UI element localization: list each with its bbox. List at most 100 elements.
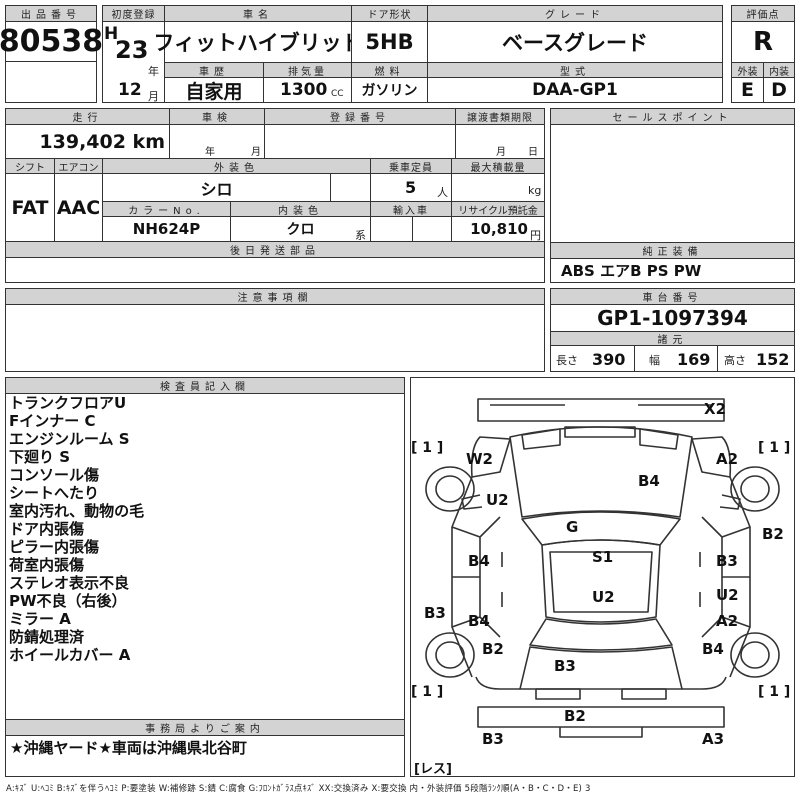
remark-item: トランクフロアU bbox=[9, 394, 127, 412]
car-diagram bbox=[425, 398, 780, 738]
height-label: 高さ bbox=[724, 354, 746, 367]
length-value: 390 bbox=[592, 349, 626, 369]
remark-item: 荷室内張傷 bbox=[9, 556, 85, 574]
damage-mark-u2-left: U2 bbox=[486, 491, 509, 509]
damage-mark-u2-right: U2 bbox=[716, 586, 739, 604]
exterior-value: E bbox=[741, 79, 754, 101]
width-value: 169 bbox=[677, 349, 711, 369]
lot-no-cell bbox=[5, 21, 97, 62]
specs-header: 諸元 bbox=[550, 331, 795, 346]
ext-color-header: 外装色 bbox=[102, 158, 371, 174]
int-color-cell bbox=[230, 216, 371, 242]
interior-cell bbox=[763, 77, 795, 103]
int-color-value: クロ bbox=[286, 222, 315, 238]
history-value: 自家用 bbox=[185, 80, 243, 103]
remark-item: Fインナー C bbox=[9, 412, 96, 430]
damage-mark-a2-right-rear: A2 bbox=[716, 612, 739, 630]
specs-divider-1 bbox=[634, 345, 635, 372]
front-left-tire bbox=[425, 466, 475, 512]
remark-item: 下廻り S bbox=[9, 448, 71, 466]
genuine-equip-cell bbox=[550, 258, 795, 283]
transfer-day-unit: 日 bbox=[528, 147, 538, 158]
model-code-header: 型式 bbox=[427, 62, 723, 78]
rear-right-tire bbox=[730, 632, 780, 678]
first-reg-header: 初度登録 bbox=[102, 5, 165, 22]
remark-item: ステレオ表示不良 bbox=[9, 574, 130, 592]
fuel-cell bbox=[351, 77, 428, 103]
damage-mark-b3-bottom-left: B3 bbox=[482, 730, 504, 748]
fuel-header: 燃料 bbox=[351, 62, 428, 78]
capacity-header: 乗車定員 bbox=[370, 158, 452, 174]
reg-no-cell bbox=[264, 124, 456, 159]
front-bumper bbox=[477, 398, 725, 422]
transfer-date-header: 譲渡書類期限 bbox=[455, 108, 545, 125]
score-cell bbox=[731, 21, 795, 63]
tire-rear-left: [ 1 ] bbox=[411, 684, 444, 700]
recycle-value: 10,810 bbox=[470, 220, 528, 238]
model-code-value: DAA-GP1 bbox=[532, 80, 618, 100]
width-label: 幅 bbox=[649, 354, 660, 367]
model-code-cell bbox=[427, 77, 723, 103]
interior-value: D bbox=[771, 79, 787, 101]
damage-mark-a2-top: A2 bbox=[716, 450, 739, 468]
first-reg-cell bbox=[102, 21, 165, 103]
tire-front-right: [ 1 ] bbox=[758, 440, 791, 456]
height-value: 152 bbox=[756, 349, 790, 369]
damage-mark-b4-hood: B4 bbox=[638, 472, 660, 490]
capacity-value: 5 bbox=[405, 178, 417, 197]
damage-mark-b2-right: B2 bbox=[762, 525, 784, 543]
tire-spare: [レス] bbox=[414, 762, 452, 777]
int-color-header: 内装色 bbox=[230, 201, 371, 217]
door-header: ドア形状 bbox=[351, 5, 428, 22]
specs-cell bbox=[550, 345, 795, 372]
genuine-equip-header: 純正装備 bbox=[550, 242, 795, 259]
lot-no-blank bbox=[5, 61, 97, 103]
ext-color-extra-cell bbox=[330, 173, 371, 202]
transfer-month-unit: 月 bbox=[496, 147, 506, 158]
damage-mark-g: G bbox=[566, 518, 579, 536]
month-unit: 月 bbox=[148, 90, 159, 103]
inspection-year-unit: 年 bbox=[205, 147, 215, 158]
persons-unit: 人 bbox=[437, 186, 448, 199]
office-value: ★沖縄ヤード★車両は沖縄県北谷町 bbox=[10, 738, 247, 757]
inspection-month-unit: 月 bbox=[251, 147, 261, 158]
hood-outline bbox=[509, 426, 693, 518]
yen-unit: 円 bbox=[530, 229, 541, 242]
remark-item: ピラー内張傷 bbox=[9, 538, 100, 556]
later-parts-header: 後日発送部品 bbox=[5, 241, 545, 258]
inspection-header: 車検 bbox=[169, 108, 265, 125]
damage-mark-w2: W2 bbox=[466, 450, 493, 468]
damage-legend: A:ｷｽﾞ U:ﾍｺﾐ B:ｷｽﾞを伴うﾍｺﾐ P:要塗装 W:補修跡 S:錆 … bbox=[6, 784, 591, 794]
remark-item: エンジンルーム S bbox=[9, 430, 130, 448]
displacement-header: 排気量 bbox=[263, 62, 352, 78]
grade-header: グレード bbox=[427, 5, 723, 22]
shift-cell bbox=[5, 173, 55, 242]
ext-color-cell bbox=[102, 173, 331, 202]
capacity-cell bbox=[370, 173, 452, 202]
trunk-outline bbox=[519, 646, 683, 690]
specs-divider-2 bbox=[717, 345, 718, 372]
shift-header: シフト bbox=[5, 158, 55, 174]
reg-no-header: 登録番号 bbox=[264, 108, 456, 125]
remark-item: コンソール傷 bbox=[9, 466, 100, 484]
remark-item: 防錆処理済 bbox=[9, 628, 85, 646]
roof-outline bbox=[541, 539, 661, 623]
grade-value: ベースグレード bbox=[502, 31, 648, 55]
front-right-tire bbox=[730, 466, 780, 512]
rear-bumper bbox=[477, 706, 725, 728]
damage-mark-b2-left-rear: B2 bbox=[482, 640, 504, 658]
tire-rear-right: [ 1 ] bbox=[758, 684, 791, 700]
score-value: R bbox=[752, 27, 774, 57]
remark-item: ドア内張傷 bbox=[9, 520, 85, 538]
year-unit: 年 bbox=[148, 65, 159, 78]
rear-window bbox=[529, 618, 673, 651]
interior-header: 内装 bbox=[763, 62, 795, 78]
remark-item: シートへたり bbox=[9, 484, 100, 502]
damage-mark-s1: S1 bbox=[592, 548, 614, 566]
car-name-value: フィットハイブリッド bbox=[153, 31, 363, 55]
exterior-header: 外装 bbox=[731, 62, 764, 78]
damage-mark-b3-trunk: B3 bbox=[554, 657, 576, 675]
first-reg-year: 23 bbox=[115, 36, 149, 64]
office-cell bbox=[5, 735, 405, 777]
color-no-header: カラーNo. bbox=[102, 201, 231, 217]
